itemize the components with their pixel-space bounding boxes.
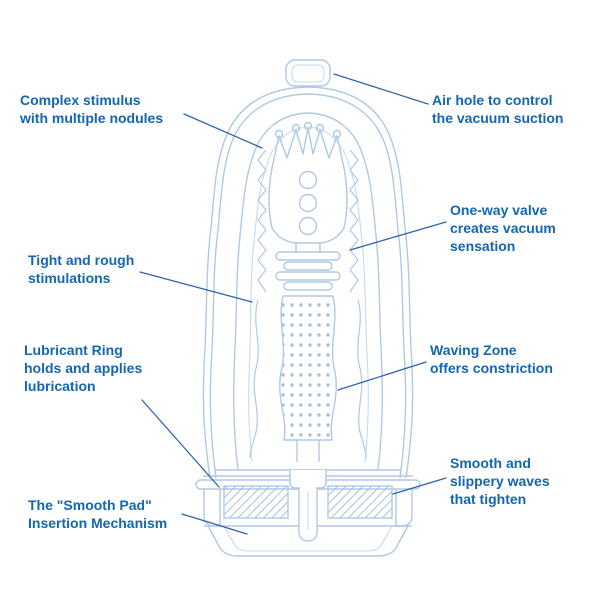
leader-air-hole: [333, 73, 429, 105]
leader-smooth-pad: [181, 513, 248, 535]
cup-outer-outline: [202, 86, 414, 479]
air-hole-cap: [285, 59, 331, 87]
label-tight-rough: Tight and rough stimulations: [28, 252, 135, 286]
dotted-stimulation-column: [279, 295, 337, 441]
label-complex-stimulus: Complex stimulus with multiple nodules: [20, 92, 164, 126]
lubricant-ring-hatch-left: [223, 485, 289, 519]
leader-one-way-valve: [349, 221, 447, 251]
leader-lubricant-ring: [141, 399, 220, 488]
leader-smooth-waves: [392, 477, 447, 495]
lubricant-ring-hatch-right: [327, 485, 393, 519]
leader-lines: [139, 73, 447, 535]
label-one-way-valve: One-way valve creates vacuum sensation: [450, 202, 556, 254]
label-lubricant-ring: Lubricant Ring holds and applies lubrica…: [24, 342, 143, 394]
label-waving-zone: Waving Zone offers constriction: [430, 342, 553, 376]
label-smooth-pad: The "Smooth Pad" Insertion Mechanism: [28, 497, 168, 531]
nodule-head: [268, 121, 348, 244]
one-way-valve-stack: [275, 243, 341, 291]
leader-tight-rough: [139, 271, 253, 303]
label-air-hole: Air hole to control the vacuum suction: [432, 92, 564, 126]
label-smooth-waves: Smooth and slippery waves that tighten: [450, 455, 550, 507]
rough-texture-walls: [257, 149, 359, 293]
leader-waving-zone: [337, 361, 427, 391]
smooth-pad-slot: [289, 470, 327, 542]
waving-zone-walls: [249, 299, 367, 459]
leader-complex-stimulus: [183, 113, 263, 149]
